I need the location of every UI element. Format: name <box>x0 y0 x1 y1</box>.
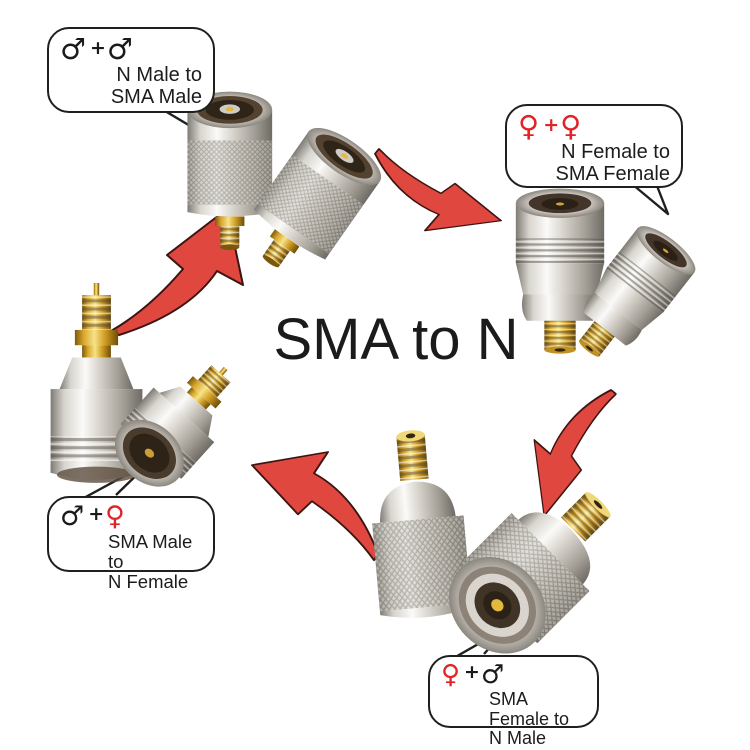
female-symbol-icon: ♀ <box>560 109 585 143</box>
callout-line2: N Female <box>108 571 189 593</box>
callout-text: SMA Female to N Male <box>489 689 586 749</box>
callout-text: N Male to SMA Male <box>60 65 202 108</box>
callout-line2: SMA Male <box>110 86 202 109</box>
callout-text: SMA Male to N Female <box>108 532 202 592</box>
callout-sma-female-to-n-male: ♀+♂ SMA Female to N Male <box>428 655 599 748</box>
female-symbol-icon: ♀ <box>441 660 464 690</box>
plus-sign: + <box>464 661 480 683</box>
callout-line1: N Female to <box>561 141 670 164</box>
cycle-arrow-bottom <box>251 451 379 562</box>
gender-symbols-female-female: ♀+♀ <box>518 111 670 141</box>
plus-sign: + <box>543 114 560 136</box>
callout-line1: SMA Female to <box>489 689 570 729</box>
plus-sign: + <box>88 503 105 525</box>
male-symbol-icon: ♂ <box>106 32 136 66</box>
callout-line2: SMA Female <box>555 163 670 186</box>
gender-symbols-male-male: ♂+♂ <box>60 34 202 64</box>
female-symbol-icon: ♀ <box>518 109 543 143</box>
male-symbol-icon: ♂ <box>480 660 508 690</box>
callout-line1: N Male to <box>116 64 202 87</box>
page-title: SMA to N <box>273 307 519 372</box>
callout-n-male-to-sma-male: ♂+♂ N Male to SMA Male <box>47 27 215 113</box>
plus-sign: + <box>90 37 106 59</box>
male-symbol-icon: ♂ <box>60 501 88 532</box>
female-symbol-icon: ♀ <box>105 501 128 532</box>
gender-symbols-female-male: ♀+♂ <box>441 660 586 690</box>
callout-text: N Female to SMA Female <box>518 142 670 185</box>
gender-symbols-male-female: ♂+♀ <box>60 501 202 532</box>
cycle-arrow-top <box>374 147 502 232</box>
callout-line2: N Male <box>489 728 547 749</box>
male-symbol-icon: ♂ <box>60 32 89 66</box>
callout-sma-male-to-n-female: ♂+♀ SMA Male to N Female <box>47 496 215 592</box>
cycle-arrow-right <box>533 389 618 517</box>
callout-line1: SMA Male to <box>108 531 193 573</box>
callout-n-female-to-sma-female: ♀+♀ N Female to SMA Female <box>505 104 683 188</box>
adapter-n-male-sma-male-upright <box>187 91 273 251</box>
